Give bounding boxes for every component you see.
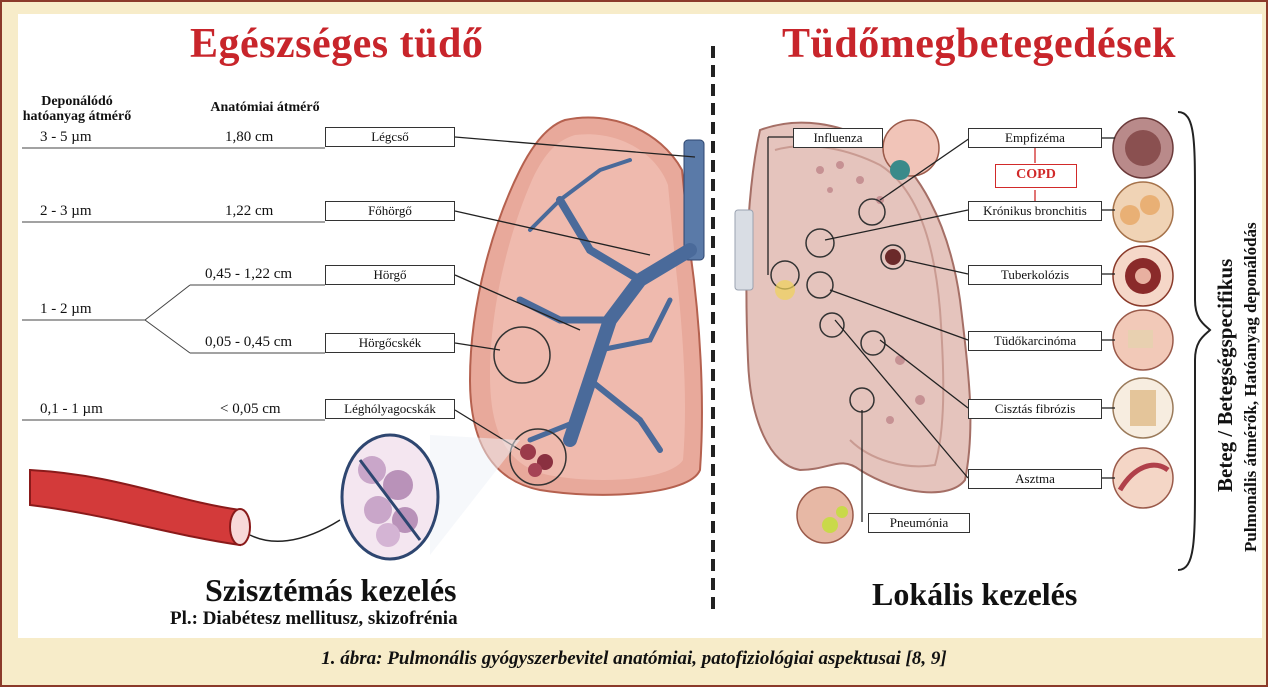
label-asthma: Asztma bbox=[968, 469, 1102, 489]
deposit-value: 1 - 2 µm bbox=[40, 301, 92, 318]
diseased-lung-illustration bbox=[735, 123, 970, 493]
anatomic-value: 1,80 cm bbox=[225, 129, 273, 146]
anatomic-value: 1,22 cm bbox=[225, 203, 273, 220]
brace bbox=[1178, 112, 1210, 570]
label-main-bronchus: Főhörgő bbox=[325, 201, 455, 221]
anatomic-value: 0,05 - 0,45 cm bbox=[205, 334, 292, 351]
label-tuberculosis: Tuberkolózis bbox=[968, 265, 1102, 285]
label-copd: COPD bbox=[995, 164, 1077, 188]
col-deposit-header: Deponálódó hatóanyag átmérő bbox=[22, 94, 132, 124]
alveoli-zoom-illustration bbox=[30, 435, 520, 559]
figure-caption: 1. ábra: Pulmonális gyógyszerbevitel ana… bbox=[0, 648, 1268, 670]
label-chronic-bronchitis: Krónikus bronchitis bbox=[968, 201, 1102, 221]
anatomic-value: 0,45 - 1,22 cm bbox=[205, 266, 292, 283]
label-bronchus: Hörgő bbox=[325, 265, 455, 285]
label-emphysema: Empfizéma bbox=[968, 128, 1102, 148]
lung-diseases-title: Tüdőmegbetegedések bbox=[782, 20, 1176, 68]
col-anatomic-header: Anatómiai átmérő bbox=[185, 100, 345, 115]
local-treatment-title: Lokális kezelés bbox=[872, 576, 1077, 613]
label-cystic-fibrosis: Cisztás fibrózis bbox=[968, 399, 1102, 419]
systemic-treatment-title: Szisztémás kezelés bbox=[205, 572, 456, 609]
label-bronchioles: Hörgőcskék bbox=[325, 333, 455, 353]
label-trachea: Légcső bbox=[325, 127, 455, 147]
healthy-lung-title: Egészséges tüdő bbox=[190, 20, 483, 68]
deposit-value: 0,1 - 1 µm bbox=[40, 401, 103, 418]
label-influenza: Influenza bbox=[793, 128, 883, 148]
deposit-value: 3 - 5 µm bbox=[40, 129, 92, 146]
label-alveoli: Léghólyagocskák bbox=[325, 399, 455, 419]
vertical-label-main: Beteg / Betegségspecifikus bbox=[1213, 259, 1238, 492]
systemic-treatment-example: Pl.: Diabétesz mellitusz, skizofrénia bbox=[170, 608, 458, 630]
deposit-value: 2 - 3 µm bbox=[40, 203, 92, 220]
label-pneumonia: Pneumónia bbox=[868, 513, 970, 533]
vertical-label-sub: Pulmonális átmérők, Hatóanyag deponálódá… bbox=[1241, 222, 1261, 552]
label-lung-carcinoma: Tüdőkarcinóma bbox=[968, 331, 1102, 351]
table-lines bbox=[22, 148, 325, 420]
anatomic-value: < 0,05 cm bbox=[220, 401, 281, 418]
healthy-lung-illustration bbox=[470, 117, 704, 494]
